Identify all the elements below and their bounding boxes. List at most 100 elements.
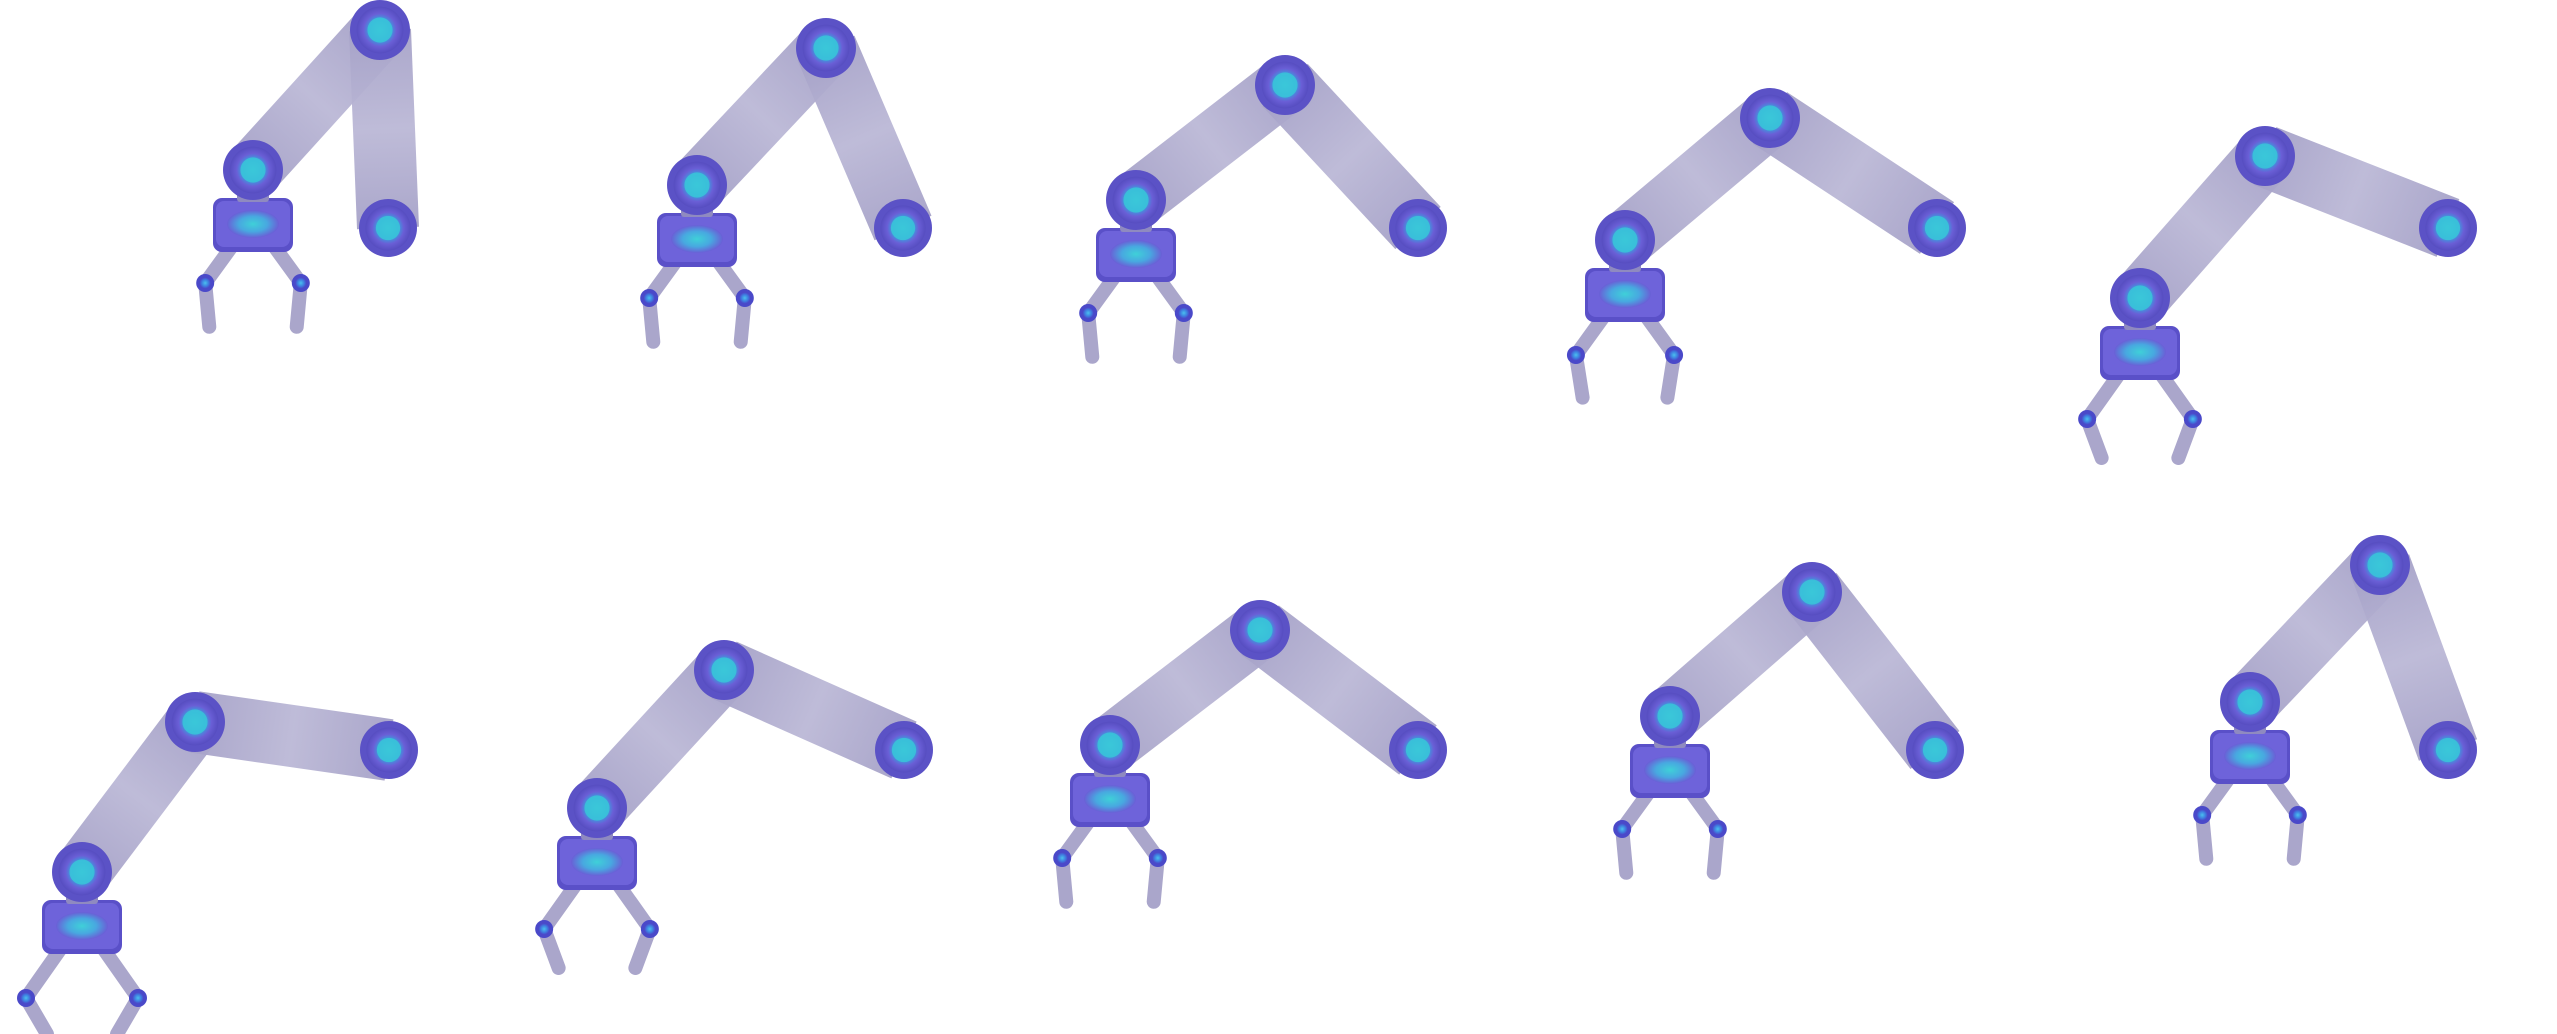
gripper-claw-icon [1053, 810, 1167, 909]
arm-joint-icon [1230, 600, 1290, 660]
robot-arm-icon [1053, 600, 1447, 909]
finger-knuckle-icon [17, 989, 35, 1007]
finger-knuckle-icon [640, 920, 659, 938]
head-light-icon [227, 210, 279, 238]
arm-joint-icon [1740, 88, 1800, 148]
gripper-claw-icon [640, 250, 754, 349]
forearm-segment [1752, 92, 1955, 254]
finger-knuckle-icon [2288, 806, 2307, 824]
forearm-segment [349, 28, 419, 230]
finger-knuckle-icon [291, 274, 310, 292]
forearm-segment [190, 691, 394, 781]
robot-arm-icon [17, 691, 418, 1034]
finger-knuckle-icon [2183, 410, 2202, 428]
finger-knuckle-icon [1148, 849, 1167, 867]
arm-joint-icon [359, 199, 417, 257]
arm-joint-icon [1080, 715, 1140, 775]
arm-joint-icon [350, 0, 410, 60]
arm-joint-icon [1389, 721, 1447, 779]
robot-arm-icon [2193, 535, 2478, 866]
arm-joint-icon [1595, 210, 1655, 270]
head-light-icon [2114, 338, 2166, 366]
robot-arm-icon [640, 18, 932, 349]
gripper-claw-icon [1566, 305, 1684, 405]
gripper-head [1070, 767, 1150, 827]
forearm-segment [1787, 572, 1960, 770]
arm-joint-icon [1640, 686, 1700, 746]
gripper-claw-icon [1079, 265, 1193, 364]
finger-knuckle-icon [735, 289, 754, 307]
arm-joint-icon [1782, 562, 1842, 622]
robot-arm-icon [1079, 55, 1447, 364]
gripper-head [557, 830, 637, 890]
finger-knuckle-icon [640, 289, 659, 307]
arm-joint-icon [52, 842, 112, 902]
gripper-head [1585, 262, 1665, 322]
head-light-icon [1084, 785, 1136, 813]
head-light-icon [1110, 240, 1162, 268]
arm-joint-icon [874, 199, 932, 257]
gripper-head [657, 207, 737, 267]
head-light-icon [1644, 756, 1696, 784]
gripper-head [2100, 320, 2180, 380]
gripper-claw-icon [535, 873, 659, 975]
arm-joint-icon [1106, 170, 1166, 230]
arm-joint-icon [2235, 126, 2295, 186]
forearm-segment [2253, 127, 2460, 257]
finger-knuckle-icon [129, 989, 147, 1007]
gripper-head [42, 894, 122, 954]
forearm-segment [1241, 605, 1437, 775]
arm-joint-icon [2419, 199, 2477, 257]
gripper-claw-icon [196, 235, 310, 334]
head-light-icon [56, 912, 108, 940]
finger-knuckle-icon [2193, 806, 2212, 824]
arm-joint-icon [796, 18, 856, 78]
robot-arm-icon [1613, 562, 1964, 880]
robot-arm-icon [2078, 126, 2477, 465]
arm-joint-icon [1255, 55, 1315, 115]
arm-joint-icon [2350, 535, 2410, 595]
upper-arm-segment [1650, 570, 1832, 738]
forearm-segment [1262, 63, 1441, 250]
gripper-head [213, 192, 293, 252]
finger-knuckle-icon [1079, 304, 1098, 322]
finger-knuckle-icon [196, 274, 215, 292]
forearm-segment [797, 35, 932, 241]
arm-joint-icon [875, 721, 933, 779]
gripper-claw-icon [2078, 363, 2202, 465]
gripper-claw-icon [2193, 767, 2307, 866]
head-light-icon [671, 225, 723, 253]
upper-arm-segment [575, 650, 746, 828]
robot-arm-icon [535, 640, 933, 975]
arm-joint-icon [2220, 672, 2280, 732]
upper-arm-segment [1606, 95, 1789, 263]
finger-knuckle-icon [1708, 820, 1727, 838]
head-light-icon [571, 848, 623, 876]
arm-joint-icon [567, 778, 627, 838]
arm-joint-icon [165, 692, 225, 752]
arm-joint-icon [2419, 721, 2477, 779]
arm-joint-icon [2110, 268, 2170, 328]
forearm-segment [711, 641, 917, 779]
gripper-claw-icon [17, 937, 147, 1034]
finger-knuckle-icon [1174, 304, 1193, 322]
arm-joint-icon [1906, 721, 1964, 779]
upper-arm-segment [2118, 136, 2287, 318]
upper-arm-segment [58, 704, 219, 890]
arm-joint-icon [694, 640, 754, 700]
finger-knuckle-icon [1566, 346, 1585, 364]
finger-knuckle-icon [1613, 820, 1632, 838]
upper-arm-segment [1118, 62, 1303, 223]
finger-knuckle-icon [2078, 410, 2097, 428]
gripper-head [1630, 738, 1710, 798]
forearm-segment [2350, 554, 2478, 761]
robot-arm-icon [196, 0, 419, 334]
finger-knuckle-icon [535, 920, 554, 938]
head-light-icon [2224, 742, 2276, 770]
finger-knuckle-icon [1053, 849, 1072, 867]
finger-knuckle-icon [1665, 346, 1684, 364]
robot-arm-icon [1566, 88, 1966, 405]
arm-joint-icon [1389, 199, 1447, 257]
